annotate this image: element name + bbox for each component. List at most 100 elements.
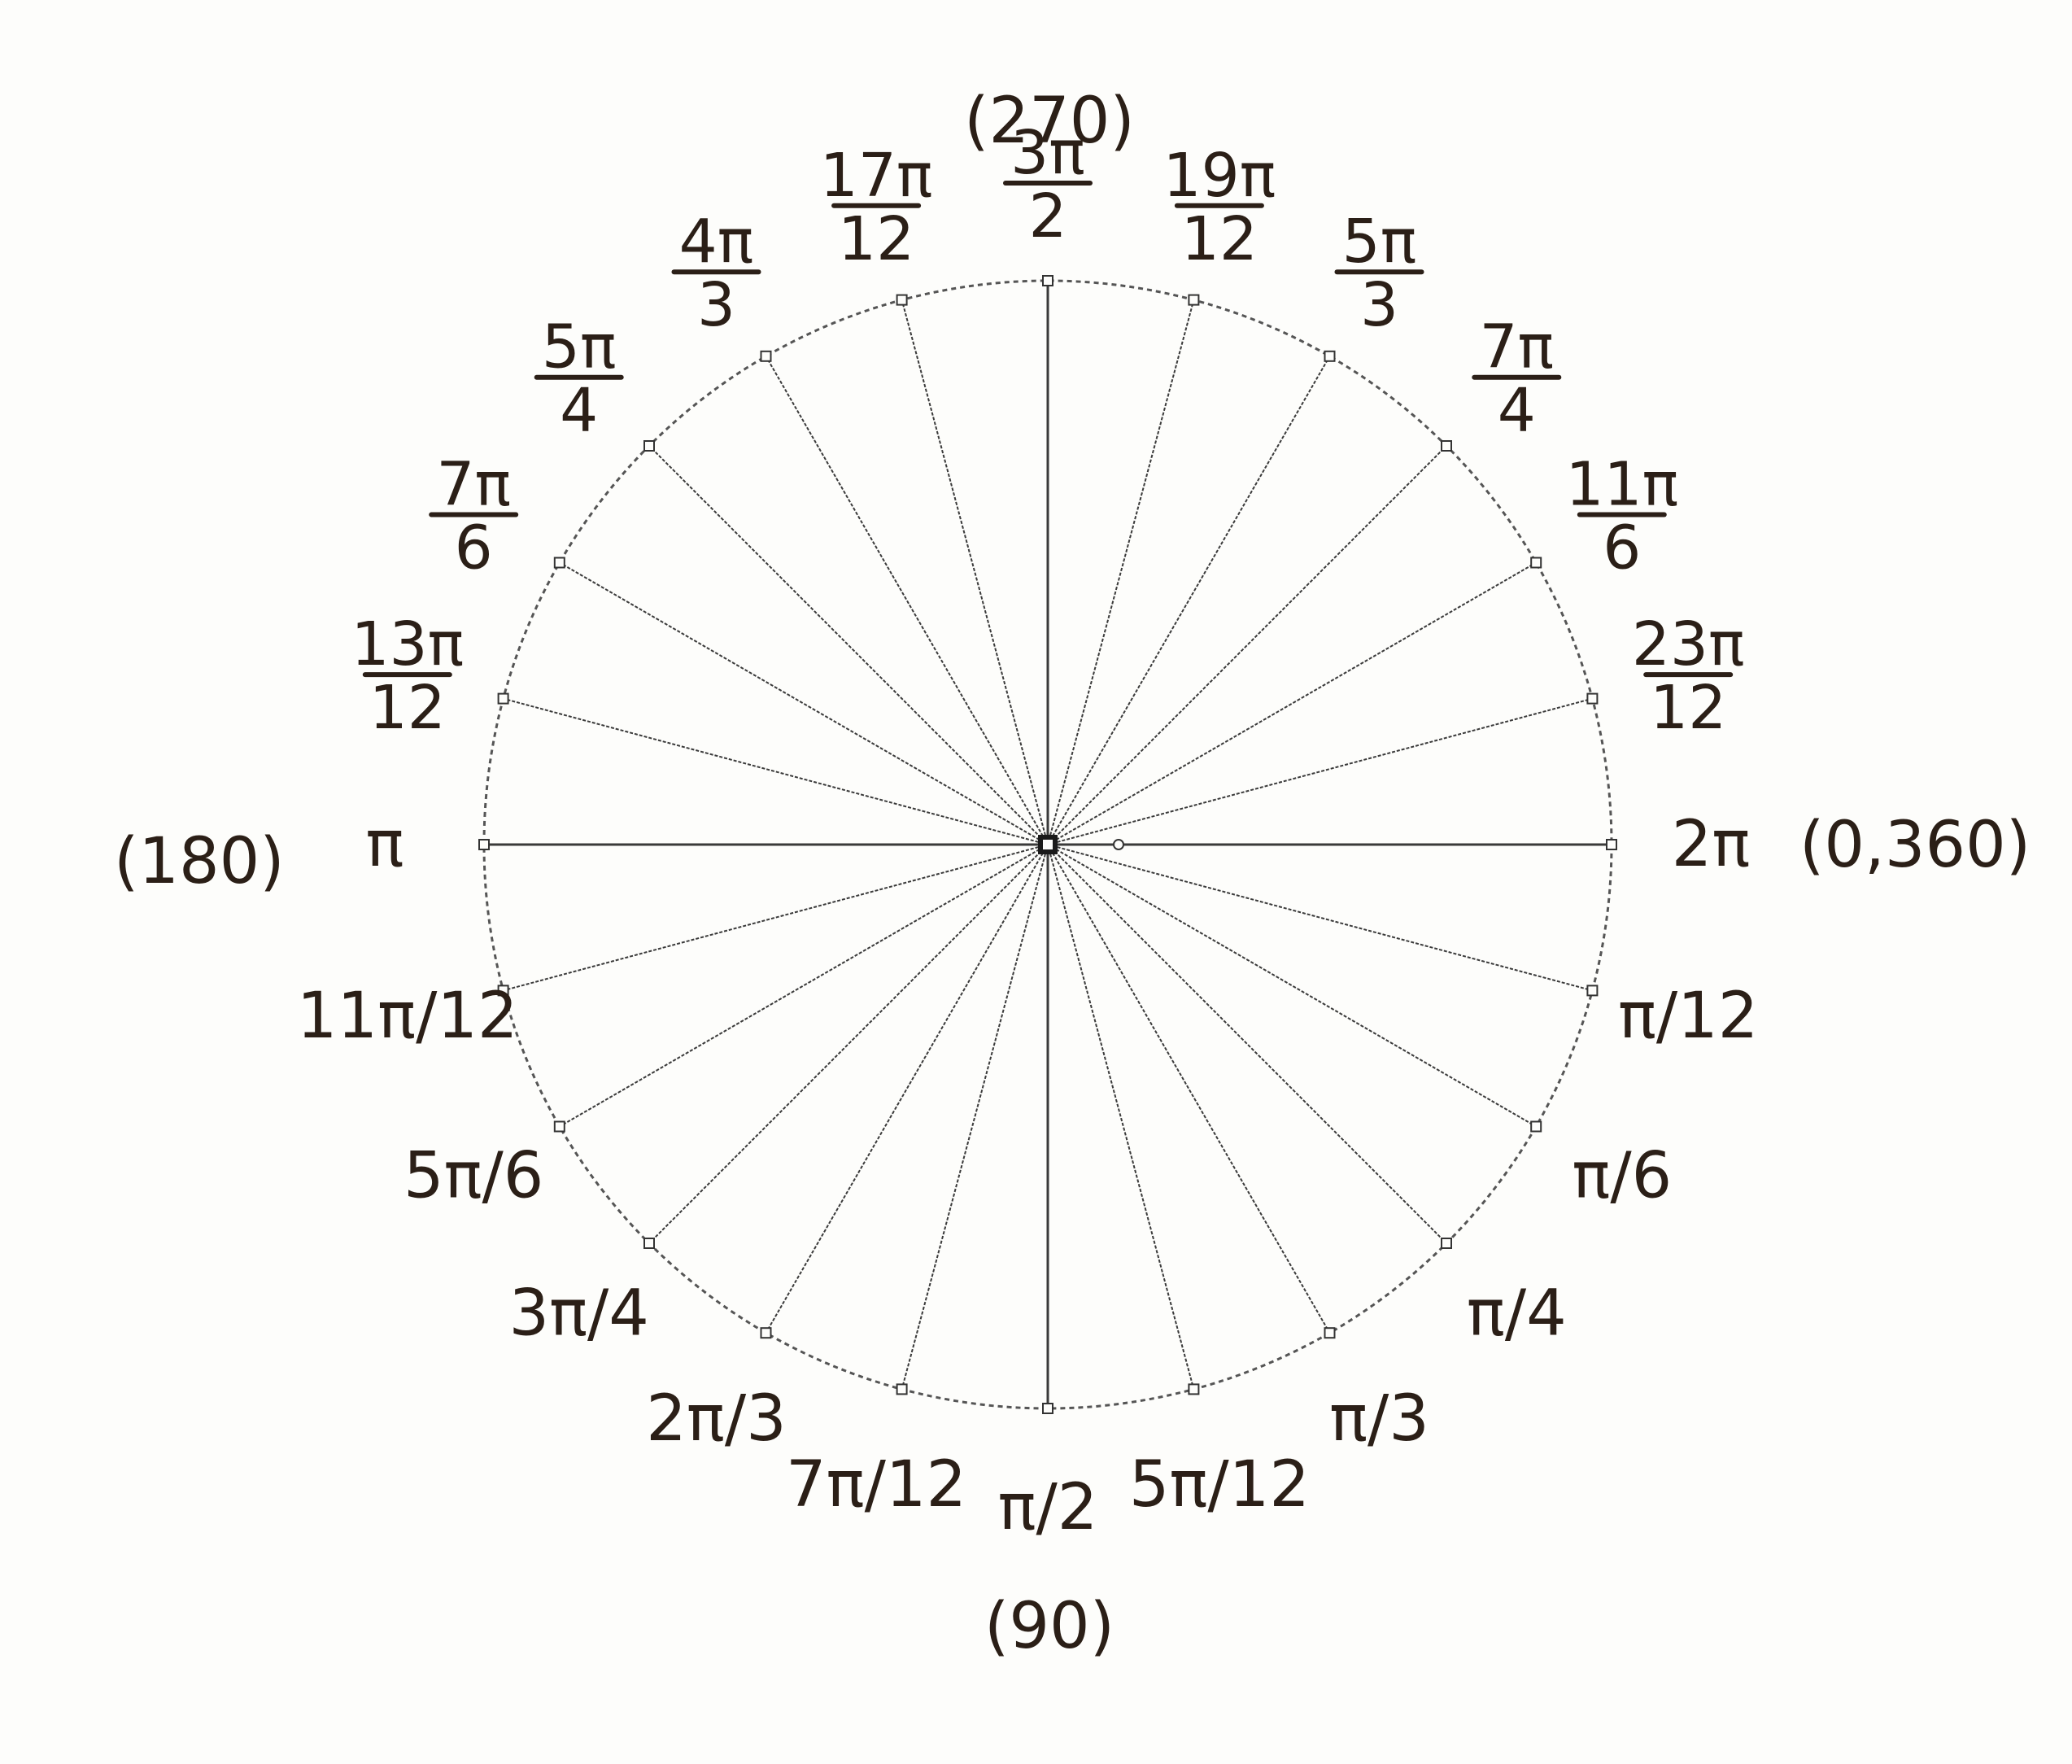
angle-marker-a5 [1188, 1383, 1200, 1395]
angle-markers [478, 275, 1617, 1414]
radius-line-a11 [503, 844, 1049, 992]
fraction-denominator: 2 [1028, 181, 1067, 251]
angle-label-a0: 2π [1672, 808, 1751, 881]
fraction-denominator: 6 [455, 513, 493, 583]
angle-labels: 2ππ/12π/6π/4π/35π/12π/27π/122π/33π/45π/6… [297, 118, 1759, 1544]
fraction-denominator: 3 [697, 270, 735, 340]
angle-label-a12: π [366, 808, 404, 881]
angle-label-a18: 3π2 [1003, 118, 1093, 251]
angle-label-a9: 3π/4 [508, 1277, 649, 1350]
fraction-denominator: 4 [1498, 376, 1536, 446]
radius-line-a3 [1047, 844, 1447, 1244]
angle-label-a4: π/3 [1329, 1382, 1429, 1456]
fraction-denominator: 3 [1360, 270, 1398, 340]
fraction-numerator: 4π [679, 207, 754, 277]
angle-label-a15: 5π4 [534, 312, 624, 446]
fraction-denominator: 12 [838, 204, 914, 274]
radius-line-a14 [559, 561, 1049, 845]
angle-label-a10: 5π/6 [403, 1140, 544, 1213]
angle-label-a7: 7π/12 [786, 1448, 966, 1522]
fraction-numerator: 23π [1632, 609, 1745, 679]
radius-lines [484, 281, 1612, 1408]
angle-marker-a9 [643, 1238, 655, 1249]
angle-marker-a14 [553, 557, 565, 569]
angle-marker-a15 [643, 440, 655, 452]
angle-marker-a11 [497, 985, 509, 997]
angle-marker-a4 [1324, 1327, 1336, 1339]
radius-line-a7 [901, 844, 1049, 1390]
angle-marker-a2 [1530, 1120, 1542, 1133]
angle-marker-a6 [1042, 1403, 1053, 1414]
radius-line-a17 [901, 299, 1049, 845]
angle-label-a21: 7π4 [1472, 312, 1562, 446]
angle-marker-a0 [1606, 839, 1617, 850]
radius-line-a5 [1047, 844, 1195, 1390]
angle-marker-a13 [497, 692, 509, 705]
radius-line-a16 [765, 356, 1049, 845]
radius-line-a4 [1047, 844, 1331, 1334]
fraction-denominator: 6 [1603, 513, 1641, 583]
angle-marker-a16 [760, 350, 772, 362]
angle-marker-a23 [1586, 692, 1599, 705]
radius-line-a23 [1047, 697, 1593, 845]
degree-label-180: (180) [114, 825, 285, 898]
radius-line-a13 [503, 697, 1049, 845]
fraction-numerator: 5π [542, 312, 617, 382]
angle-label-a16: 4π3 [671, 207, 761, 340]
degree-label-90: (90) [984, 1590, 1115, 1663]
radius-line-a1 [1047, 844, 1593, 992]
reference-tick [1113, 839, 1124, 850]
fraction-numerator: 17π [820, 141, 933, 211]
angle-marker-a18 [1042, 275, 1053, 286]
angle-label-a1: π/12 [1618, 980, 1759, 1053]
angle-label-a20: 5π3 [1334, 207, 1424, 340]
radius-line-a22 [1047, 561, 1537, 845]
radius-line-a20 [1047, 356, 1331, 845]
fraction-denominator: 12 [369, 673, 446, 743]
radius-line-a8 [765, 844, 1049, 1334]
fraction-denominator: 12 [1650, 673, 1726, 743]
fraction-numerator: 5π [1342, 207, 1417, 277]
fraction-numerator: 3π [1010, 118, 1085, 188]
radius-line-a19 [1047, 299, 1195, 845]
fraction-numerator: 7π [436, 450, 511, 520]
center-point-inner [1043, 840, 1053, 849]
angle-label-a2: π/6 [1572, 1140, 1672, 1213]
angle-label-a3: π/4 [1467, 1277, 1567, 1350]
angle-marker-a7 [896, 1383, 908, 1395]
angle-marker-a20 [1324, 350, 1336, 362]
angle-marker-a1 [1586, 985, 1599, 997]
fraction-numerator: 7π [1479, 312, 1554, 382]
angle-marker-a17 [896, 294, 908, 306]
radius-line-a2 [1047, 844, 1537, 1128]
radius-line-a15 [648, 445, 1049, 845]
radius-line-a21 [1047, 445, 1447, 845]
degree-label-0-360: (0,360) [1799, 809, 2031, 882]
angle-marker-a21 [1441, 440, 1452, 452]
angle-marker-a22 [1530, 557, 1542, 569]
angle-label-a6: π/2 [998, 1471, 1098, 1544]
angle-marker-a8 [760, 1327, 772, 1339]
radius-line-a10 [559, 844, 1049, 1128]
angle-label-a8: 2π/3 [646, 1382, 787, 1456]
fraction-numerator: 13π [351, 609, 464, 679]
radius-line-a9 [648, 844, 1049, 1244]
angle-label-a14: 7π6 [429, 450, 519, 583]
angle-marker-a3 [1441, 1238, 1452, 1249]
degree-label-270: (270) [964, 85, 1135, 158]
angle-marker-a10 [553, 1120, 565, 1133]
angle-marker-a19 [1188, 294, 1200, 306]
fraction-denominator: 12 [1181, 204, 1258, 274]
angle-marker-a12 [478, 839, 490, 850]
fraction-numerator: 19π [1163, 141, 1276, 211]
angle-label-a5: 5π/12 [1129, 1448, 1310, 1522]
angle-label-a11: 11π/12 [297, 980, 518, 1053]
fraction-denominator: 4 [560, 376, 598, 446]
